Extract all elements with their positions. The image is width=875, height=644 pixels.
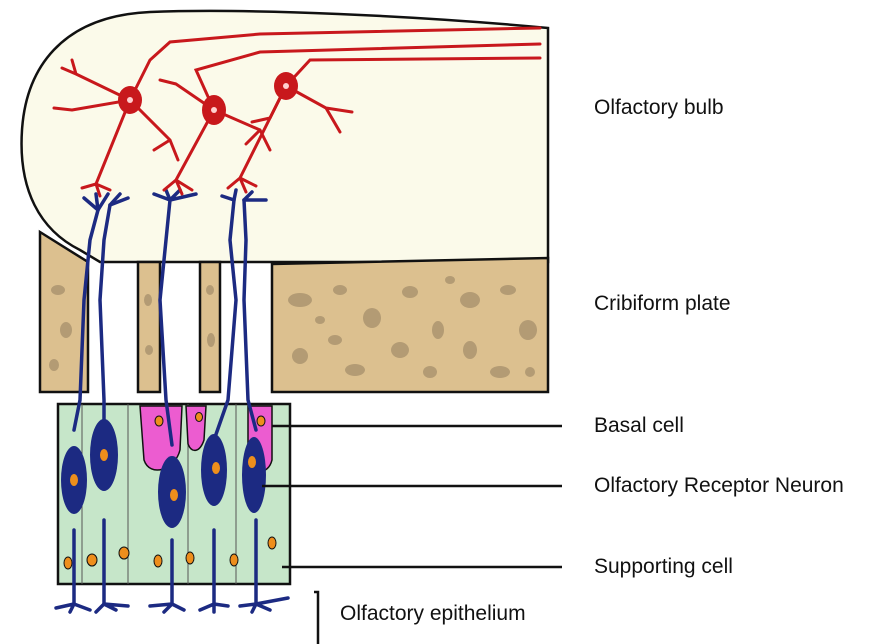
label-olfactory-bulb: Olfactory bulb [594,96,724,120]
label-olfactory-epithelium: Olfactory epithelium [340,602,526,626]
olfactory-bulb-shape [22,11,548,262]
label-receptor-neuron: Olfactory Receptor Neuron [594,474,844,498]
label-supporting-cell: Supporting cell [594,555,733,579]
label-basal-cell: Basal cell [594,414,684,438]
label-cribriform-plate: Cribiform plate [594,292,731,316]
